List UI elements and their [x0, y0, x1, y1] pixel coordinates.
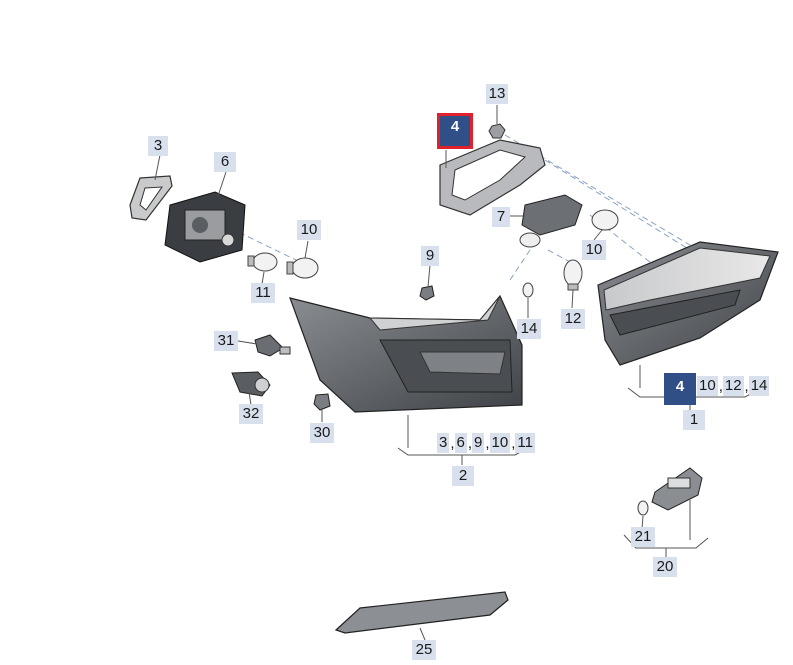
bulb-part-14: [522, 282, 534, 298]
clip-part-30: [313, 393, 331, 411]
callout-11[interactable]: 11: [251, 283, 275, 303]
plate-light-part-20: [651, 467, 703, 511]
group2-ref-6[interactable]: 6: [454, 433, 467, 453]
callout-12[interactable]: 12: [561, 309, 585, 329]
callout-14[interactable]: 14: [517, 319, 541, 339]
group1-ref-14[interactable]: 14: [748, 376, 770, 396]
callout-6[interactable]: 6: [214, 152, 236, 172]
bulb-part-11: [247, 252, 278, 272]
tail-light-part-1: [597, 241, 779, 366]
bulb-part-21: [637, 500, 649, 516]
callout-20[interactable]: 20: [653, 557, 677, 577]
bulb-part-10-left: [286, 257, 319, 279]
nut-part-13: [488, 123, 506, 139]
group2-ref-10[interactable]: 10: [489, 433, 511, 453]
callout-21[interactable]: 21: [631, 527, 655, 547]
connector-part-31: [254, 334, 291, 357]
callout-32[interactable]: 32: [239, 404, 263, 424]
bulb-holder-part-6: [164, 191, 246, 263]
callout-25[interactable]: 25: [412, 640, 436, 660]
tail-light-part-2: [289, 294, 523, 413]
bulb-socket-part-7: [519, 194, 583, 248]
callout-2[interactable]: 2: [452, 466, 474, 486]
callout-4-selected[interactable]: 4: [437, 113, 473, 149]
callout-30[interactable]: 30: [310, 423, 334, 443]
socket-part-32: [231, 371, 271, 397]
callout-10-left[interactable]: 10: [297, 220, 321, 240]
group1-refs: 10, 12, 14: [697, 376, 770, 396]
group2-refs: 3, 6, 9, 10, 11: [437, 433, 535, 453]
callout-10-right[interactable]: 10: [582, 240, 606, 260]
bulb-part-12: [563, 259, 583, 291]
group1-ref-10[interactable]: 10: [697, 376, 718, 396]
callout-7[interactable]: 7: [492, 207, 510, 227]
callout-13[interactable]: 13: [486, 84, 508, 104]
group2-ref-9[interactable]: 9: [472, 433, 485, 453]
clip-part-9: [419, 285, 435, 301]
reflector-part-25: [334, 591, 509, 634]
group1-ref-12[interactable]: 12: [722, 376, 744, 396]
callout-9[interactable]: 9: [421, 246, 439, 266]
bulb-part-10-right: [591, 209, 619, 231]
callout-4-group1[interactable]: 4: [664, 373, 696, 405]
group2-ref-11[interactable]: 11: [515, 433, 535, 453]
housing-frame-part-4: [439, 139, 546, 216]
group2-ref-3[interactable]: 3: [437, 433, 450, 453]
callout-31[interactable]: 31: [214, 331, 238, 351]
callout-1[interactable]: 1: [683, 410, 705, 430]
gasket-part-3: [129, 175, 173, 221]
callout-3[interactable]: 3: [148, 136, 168, 156]
